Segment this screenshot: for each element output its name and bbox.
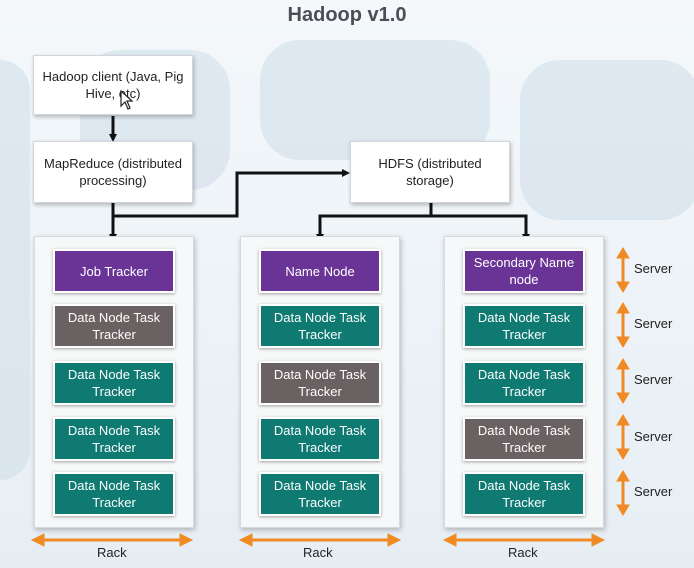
data-node-cell: Data Node Task Tracker — [259, 472, 381, 516]
rack-label: Rack — [303, 545, 333, 560]
server-label: Server — [634, 372, 673, 387]
server-arrow — [616, 358, 630, 404]
background-shape — [260, 40, 490, 160]
rack-arrow — [30, 533, 194, 547]
hdfs-to-name-node-arrow — [316, 214, 431, 242]
data-node-cell: Data Node Task Tracker — [463, 472, 585, 516]
master-node-cell: Job Tracker — [53, 249, 175, 293]
mapreduce-to-hdfs-arrow — [113, 169, 350, 218]
data-node-cell: Data Node Task Tracker — [463, 417, 585, 461]
data-node-cell: Data Node Task Tracker — [259, 417, 381, 461]
server-label: Server — [634, 261, 673, 276]
data-node-cell: Data Node Task Tracker — [53, 417, 175, 461]
page-title: Hadoop v1.0 — [287, 4, 407, 26]
server-label: Server — [634, 316, 673, 331]
hadoop-client-box: Hadoop client (Java, Pig Hive, etc) — [33, 55, 193, 115]
hdfs-box: HDFS (distributed storage) — [350, 141, 510, 203]
server-label: Server — [634, 429, 673, 444]
background-shape — [520, 60, 694, 220]
data-node-cell: Data Node Task Tracker — [53, 304, 175, 348]
rack-label: Rack — [508, 545, 538, 560]
rack-arrow — [238, 533, 402, 547]
master-node-cell: Name Node — [259, 249, 381, 293]
data-node-cell: Data Node Task Tracker — [53, 361, 175, 405]
server-arrow — [616, 302, 630, 348]
background-shape — [0, 60, 30, 480]
data-node-cell: Data Node Task Tracker — [259, 361, 381, 405]
data-node-cell: Data Node Task Tracker — [463, 361, 585, 405]
rack-label: Rack — [97, 545, 127, 560]
server-arrow — [616, 247, 630, 293]
data-node-cell: Data Node Task Tracker — [53, 472, 175, 516]
server-arrow — [616, 470, 630, 516]
master-node-cell: Secondary Name node — [463, 249, 585, 293]
server-arrow — [616, 414, 630, 460]
rack-arrow — [442, 533, 606, 547]
mouse-cursor-icon — [120, 90, 134, 110]
data-node-cell: Data Node Task Tracker — [259, 304, 381, 348]
data-node-cell: Data Node Task Tracker — [463, 304, 585, 348]
mapreduce-box: MapReduce (distributed processing) — [33, 141, 193, 203]
hdfs-to-secondary-node-arrow — [431, 214, 530, 242]
server-label: Server — [634, 484, 673, 499]
